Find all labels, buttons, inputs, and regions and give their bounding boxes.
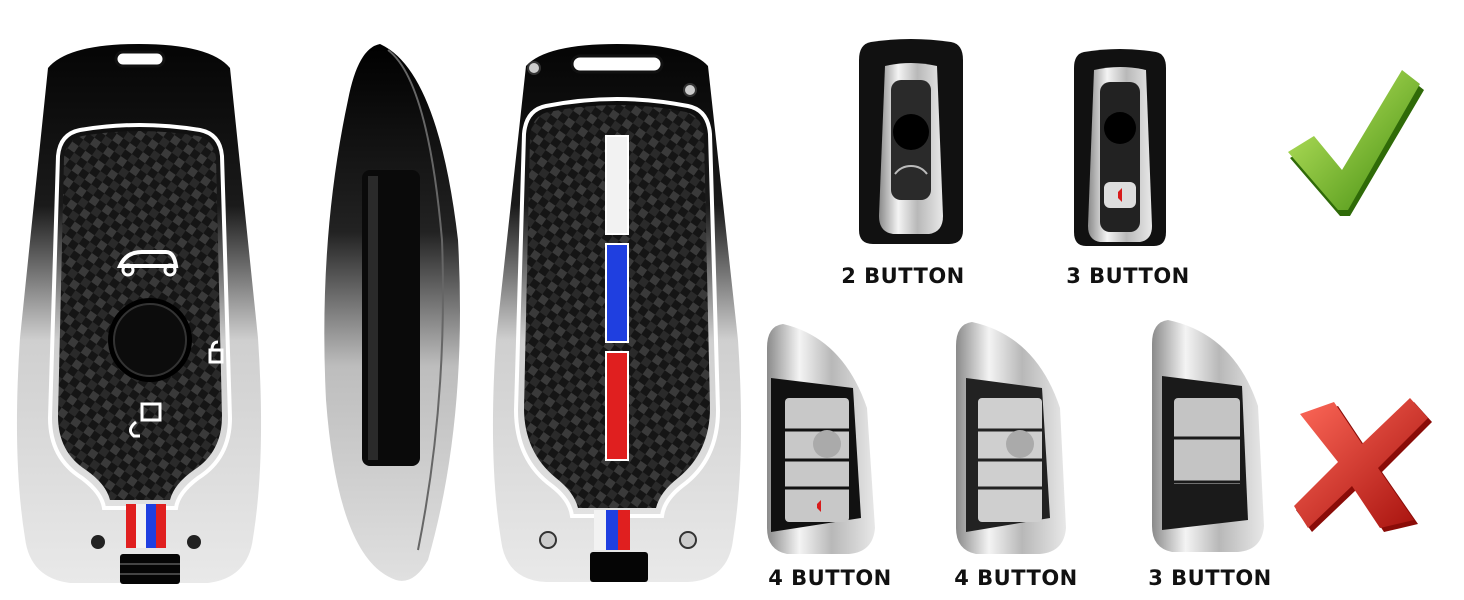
unlock-icon (208, 340, 224, 364)
incompatible-key-caption: 3 BUTTON (1148, 566, 1272, 590)
compatible-key-2-button (855, 36, 967, 250)
compatible-key-caption: 2 BUTTON (841, 264, 965, 288)
incompatible-key-caption: 4 BUTTON (768, 566, 892, 590)
trunk-icon (116, 250, 179, 277)
incompatible-key-3-button (1148, 316, 1270, 556)
checkmark-icon (1286, 70, 1426, 218)
key-case-back-view (486, 40, 748, 585)
incompatible-key-caption: 4 BUTTON (954, 566, 1078, 590)
incompatible-key-4-button-a (763, 318, 881, 558)
key-case-side-view (318, 40, 470, 585)
lock-icon (129, 402, 162, 438)
compatible-key-caption: 3 BUTTON (1066, 264, 1190, 288)
compatible-key-3-button (1070, 46, 1170, 252)
incompatible-key-4-button-b (952, 318, 1072, 558)
key-case-front-view (8, 38, 270, 588)
cross-icon (1294, 398, 1434, 534)
